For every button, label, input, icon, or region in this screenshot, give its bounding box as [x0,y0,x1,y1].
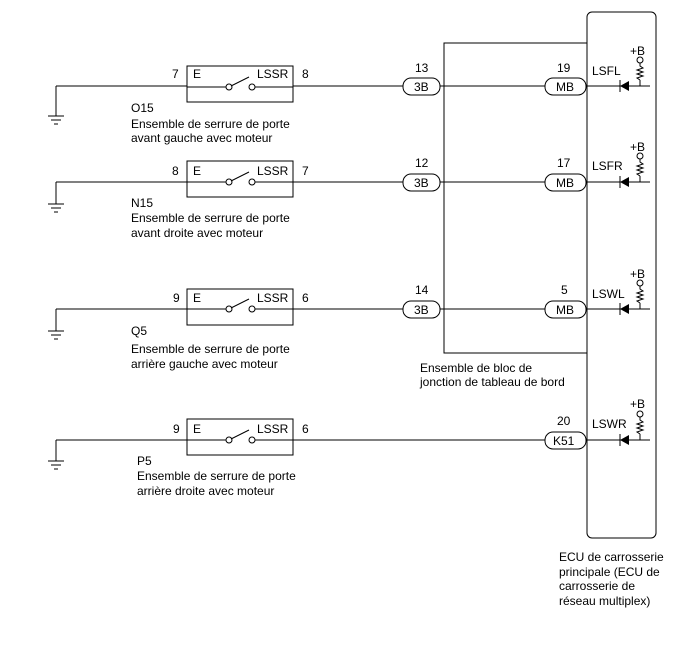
terminal-lssr: LSSR [257,164,289,178]
junction-connector-label: 3B [414,80,429,94]
pullup-resistor-icon [635,56,650,87]
ecu-label-line4: réseau multiplex) [559,594,650,608]
signal-lswl: LSWL [592,287,625,301]
terminal-lssr: LSSR [257,422,289,436]
ecu-label-line3: carrosserie de [559,579,635,593]
ecu-pin: 19 [557,61,571,75]
switch-icon [187,171,293,186]
component-code: P5 [137,454,152,468]
supply-b: +B [630,267,645,281]
component-code: N15 [131,196,153,210]
signal-lsfl: LSFL [592,64,621,78]
supply-b: +B [630,44,645,58]
ecu-connector-label: MB [556,303,574,317]
junction-connector-label: 3B [414,176,429,190]
supply-b: +B [630,140,645,154]
terminal-e: E [193,67,201,81]
circuit-row-2: E LSSR 8 7 12 3B 17 MB LSFR +B N15 [48,140,650,240]
terminal-lssr: LSSR [257,291,289,305]
component-code: Q5 [131,324,147,338]
switch-icon [187,76,293,91]
pin-out: 8 [302,67,309,81]
component-name-line1: Ensemble de serrure de porte [131,342,290,356]
door-lock-switch-n15 [186,160,294,198]
junction-block-label-line2: jonction de tableau de bord [419,375,565,389]
ground-icon [48,86,64,125]
pullup-resistor-icon [635,152,650,183]
ecu-connector-label: MB [556,176,574,190]
component-name-line1: Ensemble de serrure de porte [137,469,296,483]
junction-block-label-line1: Ensemble de bloc de [420,361,532,375]
signal-lsfr: LSFR [592,159,623,173]
switch-icon [187,429,293,444]
junction-pin: 13 [415,61,429,75]
supply-b: +B [630,397,645,411]
component-name-line1: Ensemble de serrure de porte [131,117,290,131]
pin-e: 9 [173,422,180,436]
pin-e: 7 [172,67,179,81]
terminal-e: E [193,164,201,178]
ecu-label-line2: principale (ECU de [559,565,660,579]
door-lock-switch-p5 [186,418,294,456]
pin-e: 8 [172,164,179,178]
ecu-connector-label: MB [556,80,574,94]
terminal-lssr: LSSR [257,67,289,81]
component-code: O15 [131,101,154,115]
ecu-box [586,11,657,539]
diode-icon [619,303,629,315]
diode-icon [619,80,629,92]
junction-pin: 12 [415,156,429,170]
terminal-e: E [193,422,201,436]
door-lock-switch-q5 [186,288,294,326]
ground-icon [48,309,64,340]
component-name-line2: avant gauche avec moteur [131,131,272,145]
circuit-row-1: E LSSR 7 8 13 3B 19 MB LSFL +B O15 [48,44,650,145]
diode-icon [619,434,629,446]
pin-out: 6 [302,291,309,305]
component-name-line2: avant droite avec moteur [131,226,263,240]
signal-lswr: LSWR [592,417,627,431]
terminal-e: E [193,291,201,305]
junction-connector-label: 3B [414,303,429,317]
ground-icon [48,440,64,470]
diode-icon [619,176,629,188]
junction-pin: 14 [415,283,429,297]
component-name-line2: arrière droite avec moteur [137,484,274,498]
ecu-pin: 20 [557,414,571,428]
ground-icon [48,182,64,213]
pin-e: 9 [173,291,180,305]
ecu-connector-label: K51 [553,434,575,448]
ecu-pin: 17 [557,156,571,170]
component-name-line1: Ensemble de serrure de porte [131,211,290,225]
pullup-resistor-icon [635,279,650,310]
door-lock-switch-o15 [186,65,294,103]
pin-out: 7 [302,164,309,178]
circuit-row-3: E LSSR 9 6 14 3B 5 MB LSWL +B Q5 [48,267,650,371]
component-name-line2: arrière gauche avec moteur [131,357,278,371]
switch-icon [187,298,293,313]
ecu-pin: 5 [561,283,568,297]
pin-out: 6 [302,422,309,436]
circuit-row-4: E LSSR 9 6 20 K51 LSWR +B P5 Ensemble de… [48,397,650,498]
ecu-label-line1: ECU de carrosserie [559,550,664,564]
pullup-resistor-icon [635,410,650,441]
